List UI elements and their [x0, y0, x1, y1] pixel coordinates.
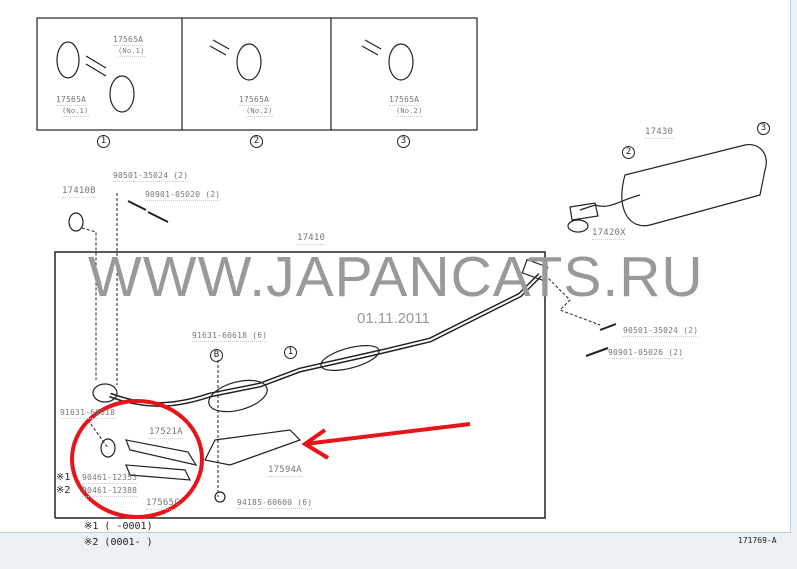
date-stamp: 01.11.2011 — [357, 310, 430, 327]
callout-3-muffler: 3 — [757, 122, 770, 135]
footnote-2: ※2 (0001- ) — [84, 537, 153, 548]
watermark: WWW.JAPANCATS.RU — [88, 245, 704, 309]
annotation-red — [70, 399, 471, 519]
part-label-90461-12353[interactable]: 90461-12353 — [82, 473, 138, 484]
marker-1: ※1 — [56, 472, 71, 483]
assembly-frame — [54, 251, 546, 519]
part-label-91631-60618-6[interactable]: 91631-60618 (6) — [192, 331, 268, 342]
callout-3: 3 — [397, 135, 410, 148]
callout-1-pipe: 1 — [284, 346, 297, 359]
part-label-17594A[interactable]: 17594A — [268, 465, 302, 477]
part-label-17410B[interactable]: 17410B — [62, 186, 96, 198]
part-label-91631-60618[interactable]: 91631-60618 — [60, 408, 116, 419]
callout-b: B — [210, 349, 223, 362]
part-label-90501-35024-rear[interactable]: 90501-35024 (2) — [623, 326, 699, 337]
part-label-17521A[interactable]: 17521A — [149, 427, 183, 439]
red-arrow-icon — [301, 422, 471, 460]
mount-variants-frame — [36, 17, 478, 131]
part-label-90901-05020[interactable]: 90901-05020 (2) — [145, 190, 221, 201]
callout-2-muffler: 2 — [622, 146, 635, 159]
part-label-17565A-no1-top[interactable]: 17565A — [113, 35, 144, 46]
red-highlight-circle — [70, 399, 204, 519]
part-label-94185-60600[interactable]: 94185-60600 (6) — [237, 498, 313, 509]
part-sublabel: (No.1) — [62, 107, 89, 117]
part-label-17420X[interactable]: 17420X — [592, 228, 626, 240]
callout-2: 2 — [250, 135, 263, 148]
part-label-17410[interactable]: 17410 — [297, 233, 326, 245]
part-label-17430[interactable]: 17430 — [645, 127, 674, 139]
part-label-90461-12388[interactable]: 90461-12388 — [82, 486, 138, 497]
marker-2: ※2 — [56, 485, 71, 496]
parts-diagram-canvas: WWW.JAPANCATS.RU 01.11.2011 17565A (No.1… — [0, 0, 791, 548]
part-label-17565A-no2[interactable]: 17565A — [239, 95, 270, 106]
footnote-1: ※1 ( -0001) — [84, 521, 153, 532]
callout-1: 1 — [97, 135, 110, 148]
part-label-17565C[interactable]: 17565C — [146, 498, 180, 510]
part-label-90901-05026[interactable]: 90901-05026 (2) — [608, 348, 684, 359]
part-label-90501-35024[interactable]: 90501-35024 (2) — [113, 171, 189, 182]
diagram-drawing — [36, 17, 767, 519]
part-label-17565A-no1-bottom[interactable]: 17565A — [56, 95, 87, 106]
part-sublabel: (No.2) — [246, 107, 273, 117]
part-sublabel: (No.1) — [118, 47, 145, 57]
figure-id: 171769-A — [738, 536, 777, 545]
part-label-17565A-no2-b[interactable]: 17565A — [389, 95, 420, 106]
part-sublabel: (No.2) — [396, 107, 423, 117]
